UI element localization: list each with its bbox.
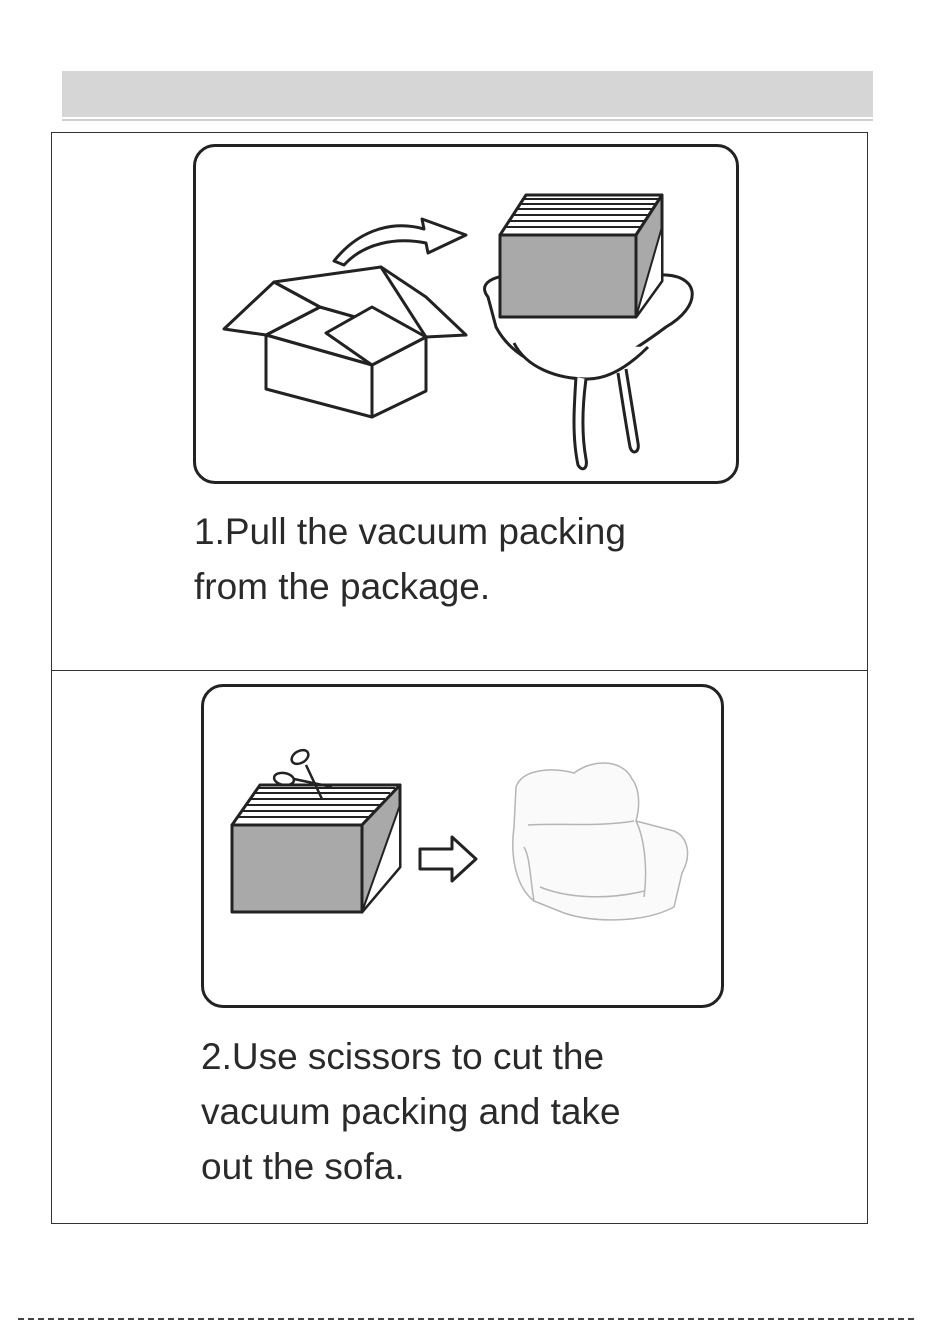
step1-line2: from the package. bbox=[194, 566, 490, 607]
step1-illustration bbox=[196, 147, 739, 484]
page-bottom-border bbox=[18, 1318, 914, 1320]
header-rule bbox=[62, 119, 873, 121]
step1-illustration-panel bbox=[193, 144, 739, 484]
vacuum-pack-icon bbox=[500, 195, 662, 317]
sofa-icon bbox=[513, 763, 688, 920]
header-bar bbox=[62, 71, 873, 117]
curved-arrow-icon bbox=[334, 219, 466, 265]
step1-line1: 1.Pull the vacuum packing bbox=[194, 511, 626, 552]
open-box-icon bbox=[224, 267, 466, 417]
right-arrow-icon bbox=[420, 837, 476, 881]
step2-line2: vacuum packing and take bbox=[201, 1091, 621, 1132]
step-divider bbox=[51, 670, 868, 671]
step2-line3: out the sofa. bbox=[201, 1146, 405, 1187]
step2-instruction: 2.Use scissors to cut the vacuum packing… bbox=[201, 1029, 621, 1194]
step2-line1: 2.Use scissors to cut the bbox=[201, 1036, 604, 1077]
step2-illustration-panel bbox=[201, 684, 724, 1008]
step2-illustration bbox=[204, 687, 724, 1008]
step1-instruction: 1.Pull the vacuum packing from the packa… bbox=[194, 504, 626, 614]
vacuum-pack-icon bbox=[232, 785, 400, 912]
